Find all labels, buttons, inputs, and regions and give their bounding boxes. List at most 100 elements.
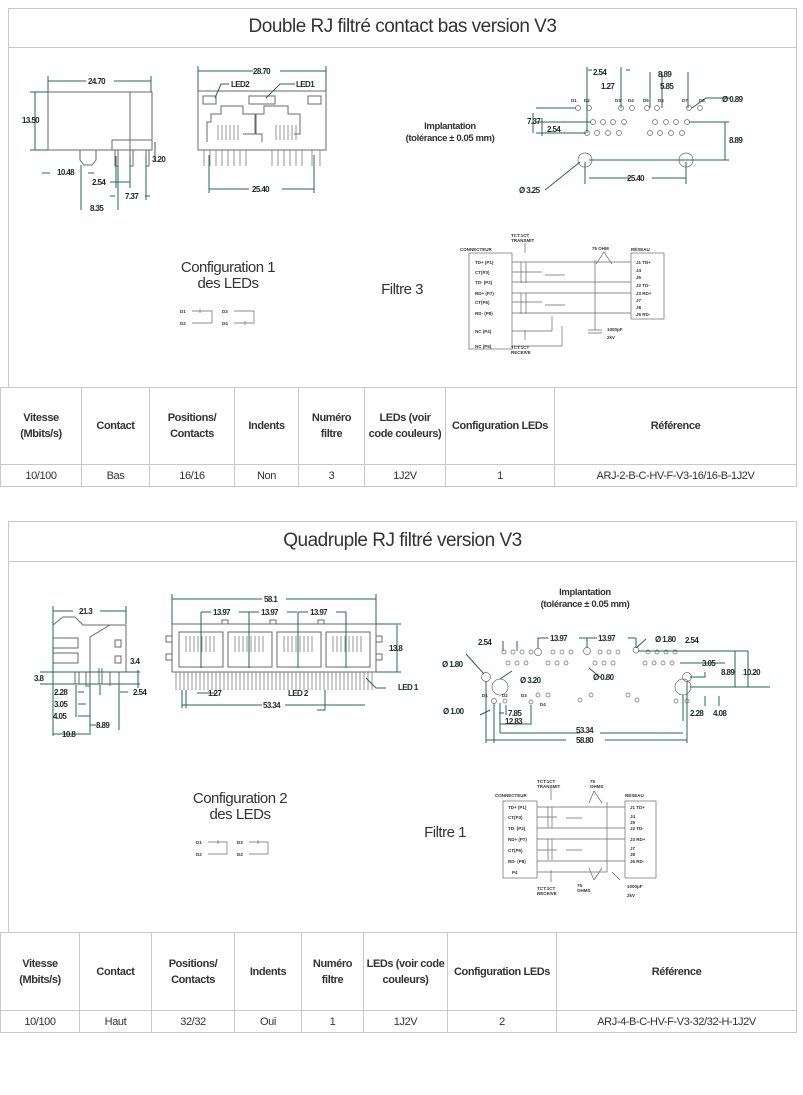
drawing-line — [74, 668, 120, 687]
drawing-line — [114, 150, 150, 167]
drawing-line — [583, 647, 591, 655]
pin-label: D5 — [643, 98, 649, 103]
dim-label: 2.28 — [690, 709, 704, 718]
col-header-leds: LEDs (voir code couleurs) — [364, 387, 446, 465]
pin-label: TD- (P2) — [475, 280, 493, 285]
spec-table-double: Vitesse (Mbits/s) Contact Positions/ Con… — [0, 387, 797, 487]
drawing-line — [491, 698, 497, 704]
cell-indents: Oui — [234, 1010, 302, 1033]
drawing-line — [673, 119, 679, 125]
pin-label: J4 — [636, 268, 642, 273]
pin-label: D6 — [658, 98, 664, 103]
drawing-line — [588, 692, 594, 698]
drawing-line — [535, 692, 541, 698]
tx-label: TCT:1CT — [511, 233, 529, 238]
drawing-line — [468, 252, 513, 350]
drawing-line — [679, 130, 685, 136]
cell-contact: Bas — [81, 464, 150, 487]
dim-label: 13.97 — [598, 634, 616, 643]
led-label: D2 — [196, 852, 202, 857]
led2-label: LED2 — [231, 80, 250, 89]
drawing-line — [621, 119, 627, 125]
col-header-indents: Indents — [234, 932, 302, 1011]
drawing-line — [197, 66, 327, 193]
drawing-line — [79, 150, 97, 166]
network-label: RÉSEAU — [631, 245, 650, 252]
drawing-line — [171, 623, 377, 673]
drawing-line — [537, 802, 625, 873]
implantation-title: Implantation — [559, 587, 611, 598]
drawing-line — [269, 619, 277, 625]
drawing-line — [375, 653, 383, 661]
dim-label: 2.54 — [685, 636, 699, 645]
drawing-line — [512, 260, 631, 347]
drawing-line — [53, 624, 111, 672]
led-label: D3 — [237, 840, 243, 845]
pin-label: J7 — [636, 298, 642, 303]
drawing-line — [524, 243, 613, 340]
connector-label: CONNECTEUR — [495, 793, 528, 798]
table-header-row: Vitesse (Mbits/s) Contact Positions/ Con… — [0, 387, 797, 465]
pin-label: RD+ (P7) — [508, 837, 527, 842]
dim-label: Ø 1.80 — [442, 660, 464, 669]
drawing-line — [550, 788, 621, 882]
drawing-line — [663, 119, 669, 125]
resistor-label: 75 OHM — [592, 246, 609, 251]
led2-label: LED 2 — [288, 689, 309, 698]
implantation-title: Implantation — [424, 121, 476, 132]
capacitor-label: 2kV — [627, 893, 635, 898]
drawing-line — [686, 105, 692, 111]
drawing-line — [577, 697, 583, 703]
drawing-line — [559, 649, 565, 655]
dim-label: 25.40 — [252, 185, 270, 194]
pin-label: J3 RD+ — [630, 837, 646, 842]
rx-label: RECEIVE — [511, 350, 531, 355]
led-config-title: Configuration 1 — [181, 259, 275, 276]
drawing-line — [610, 119, 616, 125]
dim-label: 10.8 — [62, 730, 76, 739]
cell-speed: 10/100 — [0, 464, 82, 487]
dim-label: 58.80 — [576, 736, 594, 745]
drawing-line — [644, 105, 650, 111]
front-view-drawing: 58.1 13.97 13.97 13.97 13.8 1.27 53.34 L… — [165, 594, 419, 711]
pin-label: P4 — [512, 870, 518, 875]
dim-label: 7.37 — [125, 192, 139, 201]
filter-schematic: CONNECTEUR RÉSEAU TCT:1CT TRANSMIT TCT:1… — [460, 233, 665, 355]
side-view-drawing: 21.3 3.4 3.8 2.28 3.05 4.05 8.89 10.8 2.… — [34, 606, 148, 739]
dim-label: 8.89 — [96, 721, 110, 730]
dim-label: 13.50 — [22, 116, 40, 125]
drawing-line — [519, 649, 525, 655]
drawing-line — [545, 660, 551, 666]
led-label: D3 — [222, 309, 228, 314]
rx-label: TCT:1CT — [537, 886, 555, 891]
cell-filter: 3 — [298, 464, 365, 487]
col-header-positions: Positions/ Contacts — [149, 387, 235, 465]
drawing-line — [47, 91, 153, 151]
led-label: D1 — [180, 309, 186, 314]
table-header-row: Vitesse (Mbits/s) Contact Positions/ Con… — [0, 932, 797, 1011]
drawing-line — [502, 800, 538, 879]
drawing-line — [563, 660, 569, 666]
dim-label: 3.05 — [702, 659, 716, 668]
dim-label: 8.35 — [90, 204, 104, 213]
dim-label: 8.89 — [729, 136, 743, 145]
drawing-line — [528, 649, 534, 655]
drawing-line — [673, 698, 679, 704]
drawing-line — [684, 119, 690, 125]
implantation-tolerance: (tolérance ± 0.05 mm) — [406, 133, 495, 144]
drawing-line — [652, 119, 658, 125]
dim-label: 53.34 — [263, 701, 281, 710]
led-label: D1 — [196, 840, 202, 845]
drawing-line — [501, 649, 507, 655]
pin-label: J5 — [630, 820, 636, 825]
col-header-reference: Référence — [554, 387, 797, 465]
drawing-line — [605, 130, 611, 136]
drawing-line — [610, 660, 616, 666]
drawing-line — [317, 619, 325, 625]
pin-label: D7 — [682, 98, 688, 103]
dim-label: 58.1 — [264, 595, 278, 604]
dim-label: 3.4 — [130, 657, 140, 666]
pin-label: D8 — [699, 98, 705, 103]
drawing-line — [165, 635, 173, 643]
